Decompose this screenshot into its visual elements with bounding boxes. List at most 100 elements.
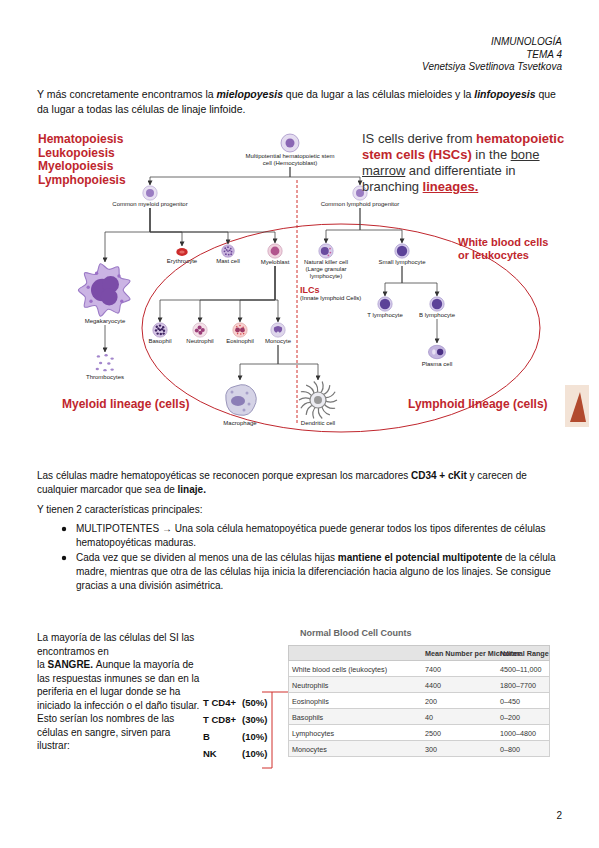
cell-node: Plasma cell	[413, 343, 461, 368]
cell-node: Monocyte	[258, 322, 298, 345]
cell-label: Plasma cell	[413, 361, 461, 368]
table-title: Normal Blood Cell Counts	[300, 629, 500, 638]
cell-part	[89, 300, 92, 303]
lineage-arrow	[402, 266, 437, 296]
logo-box	[565, 385, 589, 427]
cell-percent: (10%)	[242, 748, 276, 760]
cell-part	[111, 357, 114, 359]
body-text-run: Las células madre hematopoyéticas se rec…	[37, 470, 408, 481]
cell-part	[380, 299, 390, 309]
body-text-run: Y más concretamente encontramos la	[37, 88, 214, 100]
cell-part	[153, 323, 167, 337]
cell-icon	[394, 243, 410, 259]
cell-part	[96, 368, 99, 370]
cell-label: Basophil	[140, 338, 180, 345]
body-text: Las células madre hematopoyéticas se rec…	[37, 469, 562, 497]
cell-part	[163, 330, 165, 332]
lineage-arrow	[275, 266, 278, 322]
cell-icon	[270, 322, 286, 338]
cell-node: Eosinophil	[220, 322, 260, 345]
cell-node: Thrombocytes	[75, 352, 135, 381]
cell-part	[227, 246, 229, 248]
cell-part	[156, 326, 158, 328]
cell-label: T lymphocyte	[361, 312, 409, 319]
cell-part	[225, 253, 227, 255]
cell-part	[111, 368, 114, 370]
body-text-run: mielopoyesis	[216, 88, 283, 100]
cell-part	[395, 244, 409, 258]
table-cell: 1800–7700	[500, 681, 550, 690]
cell-icon	[429, 296, 445, 312]
cell-part	[156, 332, 158, 334]
body-text-run: linfopoyesis	[474, 88, 535, 100]
group-heading: White blood cells or leukocytes	[458, 236, 558, 262]
cell-part	[240, 328, 245, 333]
process-term-run: Myelopoiesis	[38, 160, 138, 174]
cell-node: T lymphocyte	[361, 296, 409, 319]
cell-part	[228, 254, 230, 256]
cell-part	[437, 349, 443, 355]
bullet-text-run: mantiene el potencial multipotente	[338, 552, 502, 563]
table-cell: 1000–4800	[500, 729, 550, 738]
table-cell: 4500–11,000	[500, 665, 550, 674]
cell-part	[162, 332, 164, 334]
cell-part	[240, 333, 242, 335]
page-header-run: INMUNOLOGÍA	[300, 36, 562, 49]
cell-part	[281, 134, 299, 152]
cell-part	[229, 249, 231, 251]
cell-percent: NK	[203, 748, 243, 760]
cell-label: Neutrophil	[180, 338, 220, 345]
cell-node: Erythrocyte	[160, 246, 204, 265]
cell-icon	[318, 243, 334, 259]
cell-part	[95, 272, 98, 275]
cell-part	[239, 325, 241, 327]
cell-part	[176, 248, 187, 256]
cell-part	[432, 349, 436, 354]
table-cell: Basophils	[292, 713, 422, 722]
lineage-arrow	[150, 208, 275, 243]
body-text-run: Aunque la mayoría de las respuestas inmu…	[37, 659, 199, 751]
cell-part	[230, 248, 232, 250]
cell-part	[237, 333, 239, 335]
cell-part	[246, 392, 249, 395]
page-number: 2	[540, 810, 562, 822]
cell-part	[243, 409, 246, 412]
lineage-label: Lymphoid lineage (cells)	[408, 397, 568, 411]
cell-part	[314, 396, 322, 404]
table-cell: 200	[425, 697, 497, 706]
cell-part	[104, 354, 107, 356]
cell-part	[179, 251, 184, 254]
cell-label: Erythrocyte	[160, 258, 204, 265]
table-cell: Neutrophils	[292, 681, 422, 690]
page-header: INMUNOLOGÍATEMA 4Venetsiya Svetlinova Ts…	[300, 36, 562, 74]
cell-part	[248, 403, 251, 406]
page-number-run: 2	[556, 810, 562, 821]
cell-label: Dendritic cell	[288, 420, 348, 427]
group-label-run: ILCs	[300, 285, 372, 295]
cell-icon	[428, 343, 446, 361]
group-label: ILCs(Innate lymphoid Cells)	[300, 285, 372, 302]
body-text-run: CD34 + cKit	[411, 470, 467, 481]
diagram-note-run: in the	[475, 147, 507, 162]
cell-part	[310, 392, 326, 408]
table-cell: Eosinophils	[292, 697, 422, 706]
lineage-arrow	[278, 345, 318, 380]
cell-node: Megakaryocyte	[70, 262, 140, 325]
cell-part	[227, 250, 229, 252]
table-cell: 300	[425, 745, 497, 754]
process-term-run: Leukopoiesis	[38, 147, 138, 161]
cell-node: Mast cell	[208, 244, 248, 265]
cell-part	[330, 252, 332, 254]
table-cell: Lymphocytes	[292, 729, 422, 738]
cell-label: Eosinophil	[220, 338, 260, 345]
cell-part	[103, 369, 106, 371]
cell-node: B lymphocyte	[413, 296, 461, 319]
diagram-note: IS cells derive fromhematopoietic stem c…	[362, 131, 594, 195]
cell-icon	[94, 352, 116, 374]
cell-label: Macrophage	[210, 420, 270, 427]
body-text: La mayoría de las células del SI las enc…	[37, 631, 202, 753]
cell-part	[397, 246, 407, 256]
cell-part	[430, 297, 444, 311]
body-text: Y más concretamente encontramos lamielop…	[37, 87, 562, 117]
lineage-arrow	[160, 266, 275, 322]
